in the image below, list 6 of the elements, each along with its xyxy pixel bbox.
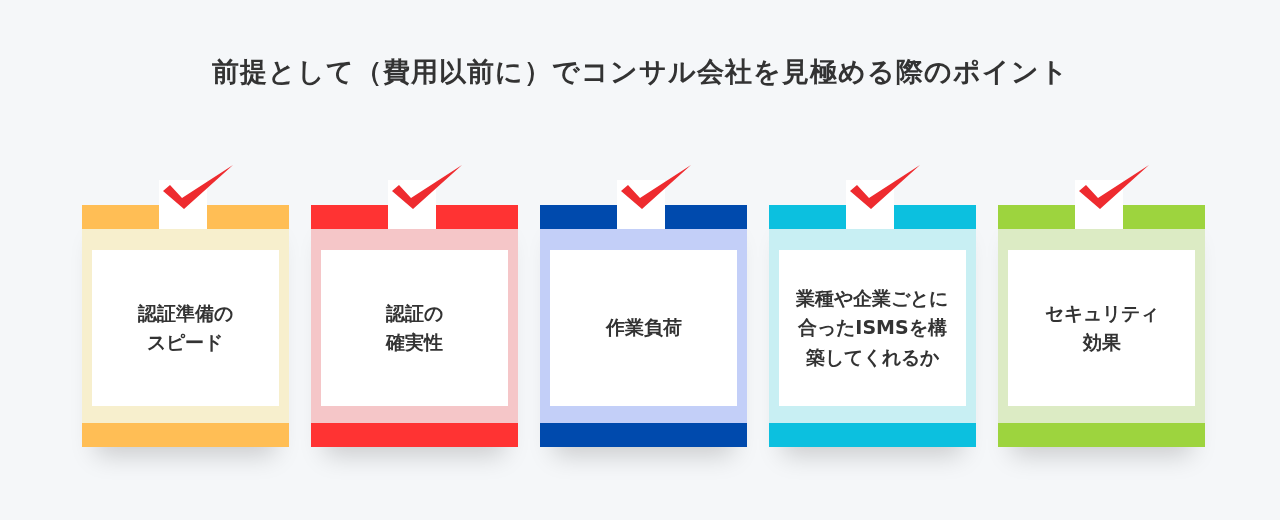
text-panel: 認証の確実性 [321,250,508,406]
text-panel: 業種や企業ごとに合ったISMSを構築してくれるか [779,250,966,406]
text-panel: 認証準備のスピード [92,250,279,406]
text-panel: 作業負荷 [550,250,737,406]
title: 前提として（費用以前に）でコンサル会社を見極める際のポイント [210,55,1070,89]
text-panel: セキュリティ効果 [1008,250,1195,406]
